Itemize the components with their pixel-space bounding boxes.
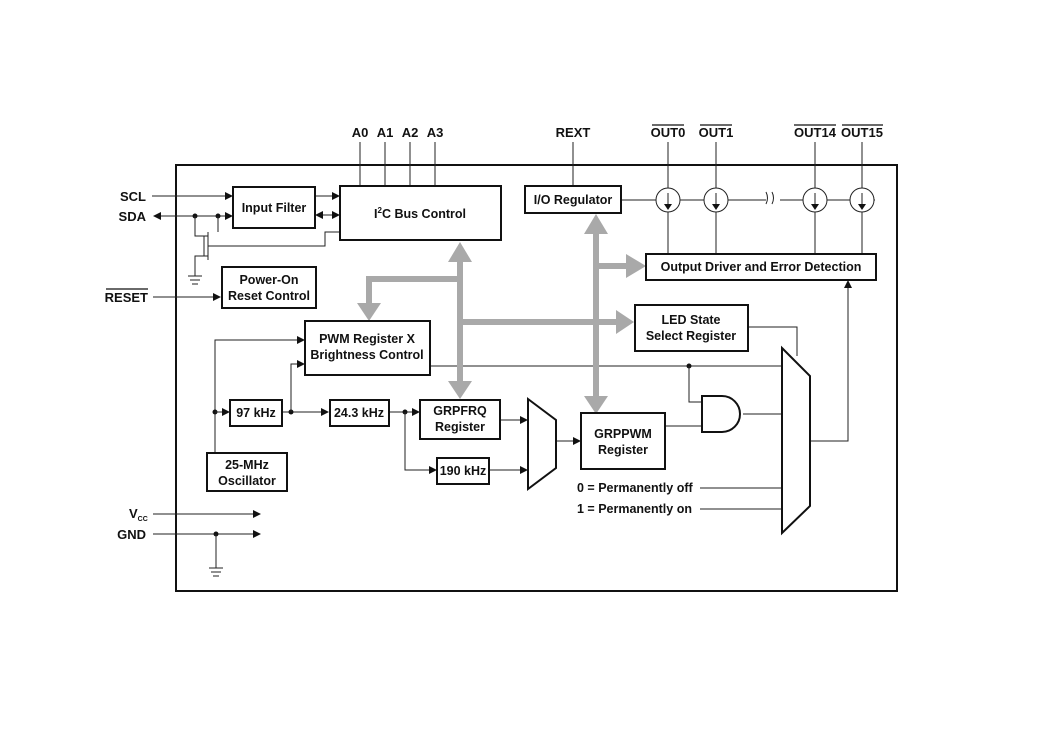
- a2-pin-label: A2: [402, 125, 419, 140]
- oscillator-block: [206, 452, 288, 492]
- led-state-label-2: Select Register: [646, 329, 736, 343]
- khz24-block: [329, 399, 390, 427]
- current-sink-out15: [849, 142, 875, 254]
- out14-pin-label: OUT14: [794, 125, 837, 140]
- output-driver-block: [645, 253, 877, 281]
- grpfrq-label-1: GRPFRQ: [433, 404, 487, 418]
- a1-pin-label: A1: [377, 125, 394, 140]
- rext-pin-label: REXT: [556, 125, 591, 140]
- out15-pin-label: OUT15: [841, 125, 883, 140]
- khz190-label: 190 kHz: [440, 464, 487, 478]
- grppwm-label-1: GRPPWM: [594, 427, 652, 441]
- power-on-reset-block: [221, 266, 317, 309]
- out0-pin-label: OUT0: [651, 125, 686, 140]
- power-on-label-1: Power-On: [239, 273, 298, 287]
- oscillator-label-1: 25-MHz: [225, 458, 269, 472]
- pwm-register-block: [304, 320, 431, 376]
- output-mux: [781, 345, 811, 536]
- current-sink-out1: [703, 142, 729, 254]
- khz190-block: [436, 457, 490, 485]
- gnd-pin-label: GND: [117, 527, 146, 542]
- reset-pin-label: RESET: [105, 290, 148, 305]
- pwm-label-2: Brightness Control: [310, 348, 423, 362]
- led-state-label-1: LED State: [661, 313, 720, 327]
- frequency-mux: [527, 397, 557, 491]
- khz97-label: 97 kHz: [236, 406, 276, 420]
- perm-on-label: 1 = Permanently on: [577, 502, 692, 516]
- scl-pin-label: SCL: [120, 189, 146, 204]
- led-state-select-block: [634, 304, 749, 352]
- current-sink-out0: [655, 142, 681, 254]
- io-regulator-block: [524, 185, 622, 214]
- pwm-label-1: PWM Register X: [319, 332, 416, 346]
- grppwm-register-block: [580, 412, 666, 470]
- grpfrq-label-2: Register: [435, 420, 485, 434]
- grppwm-label-2: Register: [598, 443, 648, 457]
- vcc-pin-label: VCC: [129, 506, 148, 523]
- output-driver-label: Output Driver and Error Detection: [661, 260, 862, 274]
- power-on-label-2: Reset Control: [228, 289, 310, 303]
- chip-outline: [175, 164, 898, 592]
- khz24-label: 24.3 kHz: [334, 406, 384, 420]
- perm-off-label: 0 = Permanently off: [577, 481, 693, 495]
- khz97-block: [229, 399, 283, 427]
- out1-pin-label: OUT1: [699, 125, 734, 140]
- a0-pin-label: A0: [352, 125, 369, 140]
- oscillator-label-2: Oscillator: [218, 474, 276, 488]
- grpfrq-register-block: [419, 399, 501, 440]
- i2c-bus-control-block: [339, 185, 502, 241]
- a3-pin-label: A3: [427, 125, 444, 140]
- input-filter-block: [232, 186, 316, 229]
- io-regulator-label: I/O Regulator: [534, 193, 613, 207]
- internal-bus: [357, 214, 646, 414]
- i2c-bus-control-label: I2C Bus Control: [374, 206, 466, 221]
- current-sink-out14: [802, 142, 828, 254]
- and-gate: [701, 395, 741, 433]
- input-filter-label: Input Filter: [242, 201, 307, 215]
- sda-pin-label: SDA: [119, 209, 147, 224]
